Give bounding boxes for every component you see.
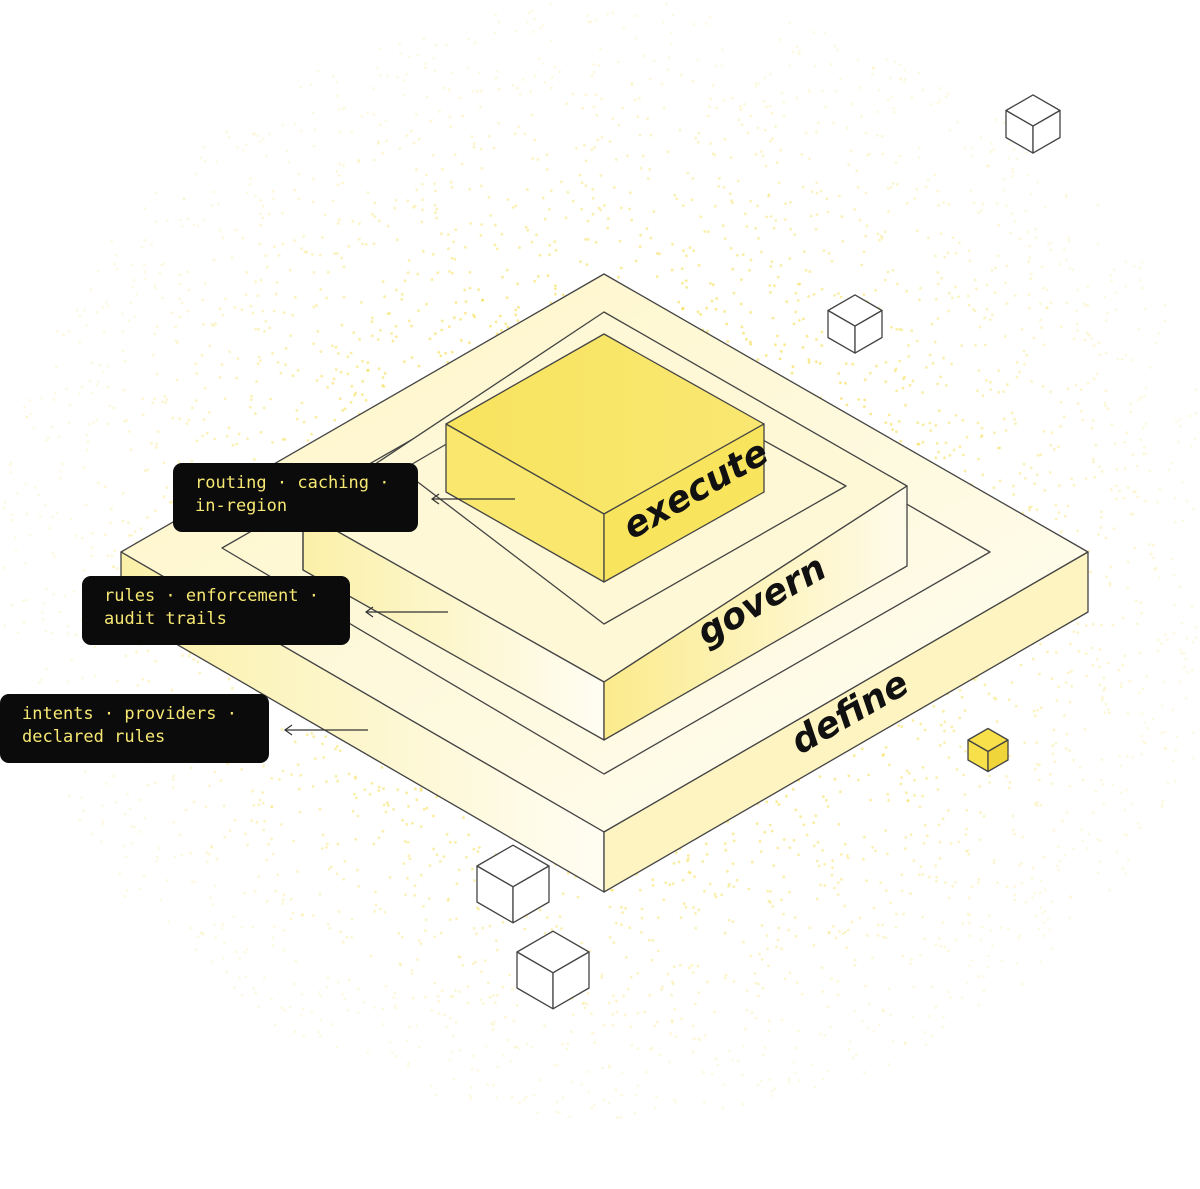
- callout-govern: rules · enforcement · audit trails: [82, 576, 350, 645]
- govern-right-face: [603, 485, 908, 741]
- callout-execute-line-2: in-region: [195, 496, 288, 516]
- callout-execute: routing · caching · in-region: [173, 463, 418, 532]
- callout-govern-line-1: rules · enforcement ·: [104, 586, 319, 606]
- cube-icon-filled: [967, 727, 1009, 773]
- callout-define-line-1: intents · providers ·: [22, 704, 237, 724]
- cube-icon: [827, 294, 883, 354]
- floating-cubes: [476, 94, 1061, 1010]
- callout-arrows: [283, 493, 515, 736]
- cube-icon: [476, 844, 550, 924]
- execute-right-face: [603, 423, 765, 583]
- callout-govern-line-2: audit trails: [104, 609, 227, 629]
- cube-icon: [1005, 94, 1061, 154]
- tier-execute: [445, 333, 765, 583]
- arrow-govern: [364, 606, 448, 618]
- callout-define-line-2: declared rules: [22, 727, 166, 747]
- define-right-face: [603, 551, 1089, 893]
- callout-define: intents · providers · declared rules: [0, 694, 269, 763]
- callout-execute-line-1: routing · caching ·: [195, 473, 390, 493]
- cube-icon: [516, 930, 590, 1010]
- arrow-execute: [430, 493, 515, 505]
- arrow-define: [283, 724, 368, 736]
